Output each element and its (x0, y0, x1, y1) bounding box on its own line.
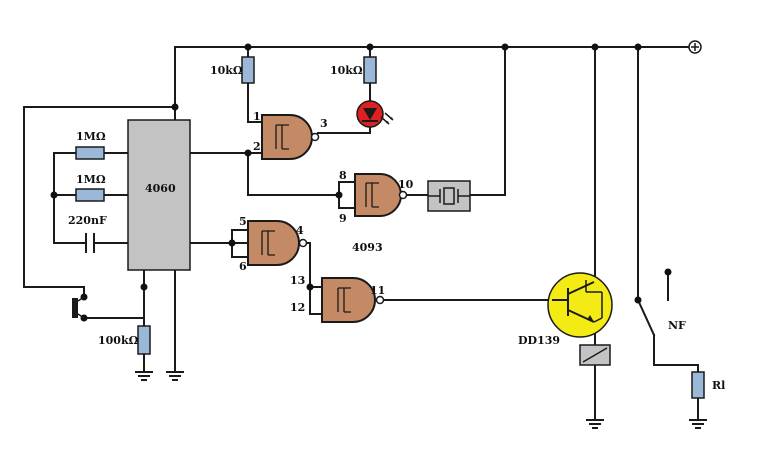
relay-coil-icon (579, 344, 611, 366)
pin-number: 4 (296, 224, 304, 237)
pin-number: 10 (398, 178, 414, 191)
ground-icon-4 (689, 419, 707, 429)
ground-icon-1 (135, 371, 153, 381)
label-capacitor: 220nF (68, 214, 107, 227)
pin-number: 3 (320, 117, 328, 130)
pin-number: 6 (239, 260, 247, 273)
capacitor-220nf (85, 233, 95, 253)
crystal-buzzer-icon (427, 180, 471, 212)
resistor-load (691, 371, 705, 399)
pin-number: 1 (253, 110, 261, 123)
resistor-1m-1 (75, 146, 105, 160)
pin-number: 12 (290, 301, 305, 314)
pushbutton-icon (72, 296, 85, 319)
label-resistor-10k-2: 10kΩ (330, 64, 363, 77)
pin-number: 11 (370, 284, 385, 297)
label-resistor-1m-1: 1MΩ (76, 130, 106, 143)
pin-number: 8 (339, 169, 347, 182)
label-transistor: DD139 (518, 334, 560, 347)
label-load: Rl (712, 379, 725, 392)
pin-number: 5 (239, 215, 247, 228)
resistor-1m-2 (75, 188, 105, 202)
label-resistor-10k-1: 10kΩ (210, 64, 243, 77)
ground-icon-2 (166, 371, 184, 381)
nand-gate-2 (354, 173, 408, 217)
label-resistor-100k: 100kΩ (98, 334, 139, 347)
led-icon (356, 100, 394, 128)
label-switch-nf: NF (668, 319, 686, 332)
supply-terminal (688, 40, 702, 54)
nand-gate-1 (261, 114, 320, 160)
label-resistor-1m-2: 1MΩ (76, 173, 106, 186)
resistor-100k (137, 325, 151, 355)
pin-number: 13 (290, 274, 305, 287)
wiring (23, 46, 699, 421)
nand-gate-3 (247, 220, 308, 266)
nand-gate-4 (321, 277, 385, 323)
resistor-10k-2 (363, 56, 377, 84)
ic-4060 (127, 119, 191, 271)
ground-icon-3 (586, 419, 604, 429)
transistor-icon (547, 272, 613, 338)
resistor-10k-1 (241, 56, 255, 84)
label-ic-4093: 4093 (352, 241, 383, 254)
pin-number: 9 (339, 212, 347, 225)
label-ic-4060: 4060 (145, 182, 176, 195)
pin-number: 2 (253, 140, 261, 153)
